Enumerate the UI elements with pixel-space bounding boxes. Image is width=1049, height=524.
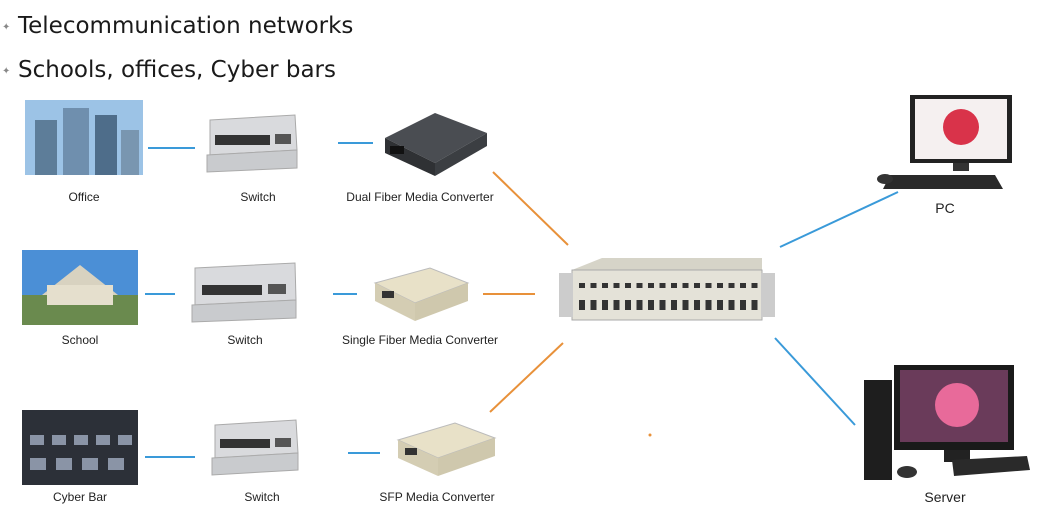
label-switch-1: Switch: [240, 190, 276, 204]
chassis-slot-fiber: [705, 300, 712, 310]
chassis-slot-port: [613, 283, 620, 288]
chassis-slot-fiber: [636, 300, 643, 310]
server-image: [864, 365, 1030, 480]
label-switch-2: Switch: [227, 333, 263, 347]
label-dual-fiber-converter: Dual Fiber Media Converter: [346, 190, 494, 204]
chassis-slot-port: [751, 283, 758, 288]
chassis-slot-fiber: [590, 300, 597, 310]
bullet-telecom: Telecommunication networks: [18, 13, 354, 39]
chassis-slot-port: [590, 283, 597, 288]
chassis-slot-port: [740, 283, 746, 288]
office-building-image: [25, 100, 143, 175]
label-school: School: [61, 333, 99, 347]
label-server: Server: [924, 489, 966, 505]
sfp-converter-image: [396, 422, 497, 476]
chassis-slot-port: [705, 283, 712, 288]
bullet-marker: ✦: [2, 22, 11, 33]
chassis-slot-fiber: [751, 300, 758, 310]
chassis-slot-fiber: [740, 300, 746, 310]
label-pc: PC: [935, 200, 955, 216]
label-sfp-converter: SFP Media Converter: [379, 490, 495, 504]
chassis-slot-fiber: [659, 300, 666, 310]
chassis-slot-port: [659, 283, 666, 288]
school-image: [22, 250, 138, 325]
cyber-bar-image: [22, 410, 138, 485]
chassis-slot-fiber: [671, 300, 677, 310]
chassis-slot-fiber: [579, 300, 585, 310]
fiber-sfp-chassis: [489, 342, 564, 413]
dual-fiber-converter-image: [385, 113, 487, 176]
chassis-slot-port: [648, 283, 654, 288]
chassis-slot-port: [728, 283, 735, 288]
switch-1-image: [206, 114, 298, 173]
media-converter-chassis-image: [559, 258, 775, 321]
switch-2-image: [191, 262, 297, 323]
label-cyber-bar: Cyber Bar: [52, 490, 108, 504]
bullet-marker: ✦: [2, 66, 11, 77]
chassis-slot-fiber: [602, 300, 608, 310]
chassis-slot-port: [625, 283, 631, 288]
chassis-slot-port: [636, 283, 643, 288]
chassis-slot-port: [579, 283, 585, 288]
chassis-slot-port: [717, 283, 723, 288]
label-switch-3: Switch: [244, 490, 280, 504]
chassis-slot-port: [694, 283, 700, 288]
switch-3-image: [211, 419, 299, 476]
label-office: Office: [68, 190, 100, 204]
pc-image: [877, 95, 1012, 189]
chassis-slot-fiber: [648, 300, 654, 310]
chassis-slot-port: [671, 283, 677, 288]
link-chassis-server: [774, 337, 856, 426]
fiber-dual-chassis: [492, 171, 569, 246]
chassis-slot-fiber: [728, 300, 735, 310]
chassis-slot-port: [682, 283, 689, 288]
chassis-slot-port: [602, 283, 608, 288]
chassis-slot-fiber: [625, 300, 631, 310]
chassis-slot-fiber: [717, 300, 723, 310]
chassis-slot-fiber: [613, 300, 620, 310]
single-fiber-converter-image: [373, 267, 470, 321]
label-single-fiber-converter: Single Fiber Media Converter: [341, 333, 499, 347]
bullet-schools: Schools, offices, Cyber bars: [18, 57, 336, 83]
link-chassis-pc: [779, 191, 899, 248]
chassis-slot-fiber: [694, 300, 700, 310]
chassis-slot-fiber: [682, 300, 689, 310]
